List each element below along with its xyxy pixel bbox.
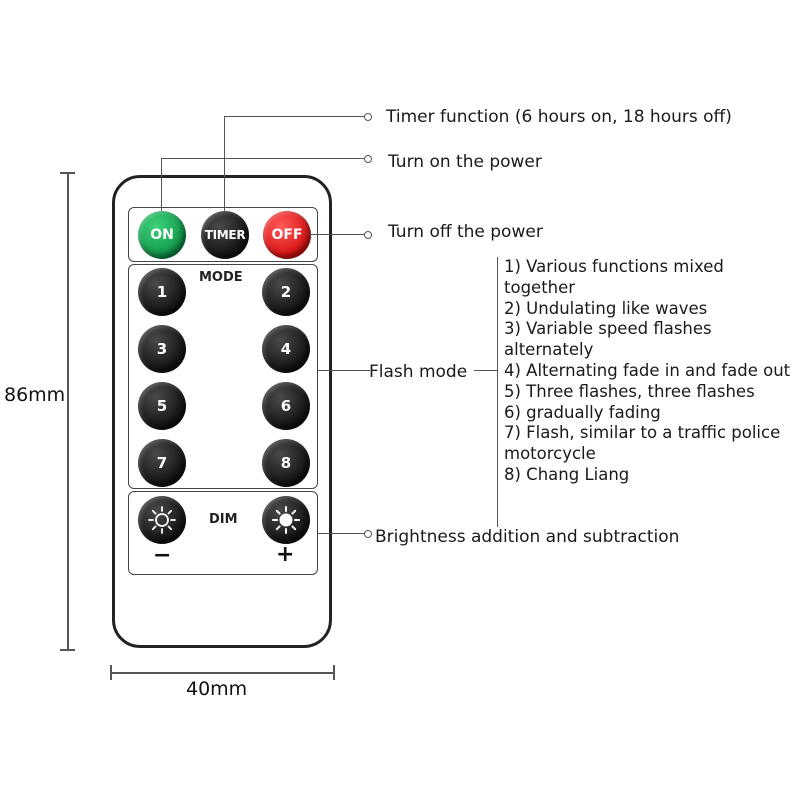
flash-mode-item-7: 7) Flash, similar to a traffic police mo… <box>504 423 781 464</box>
on-button[interactable]: ON <box>138 211 186 259</box>
dim-minus-button[interactable] <box>138 496 186 544</box>
sun-outline-icon <box>148 506 176 534</box>
brightness-leader-dot <box>364 530 372 538</box>
mode-button-7[interactable]: 7 <box>138 439 186 487</box>
flash-mode-item-2: 2) Undulating like waves <box>504 298 708 318</box>
mode-button-7-label: 7 <box>156 454 168 472</box>
off-leader-dot <box>364 231 372 239</box>
width-dimension-line <box>110 672 334 674</box>
width-dimension-label: 40mm <box>186 678 248 700</box>
timer-leader-dot <box>364 113 372 121</box>
off-button[interactable]: OFF <box>263 211 311 259</box>
flash-mode-item-4: 4) Alternating fade in and fade out <box>504 360 791 380</box>
timer-leader-horizontal <box>224 116 367 118</box>
sun-filled-icon <box>272 506 300 534</box>
off-leader-horizontal <box>308 234 367 236</box>
minus-sign: − <box>153 543 172 568</box>
timer-button[interactable]: TIMER <box>201 211 249 259</box>
height-dimension-tick-top <box>60 172 75 174</box>
mode-button-8[interactable]: 8 <box>262 439 310 487</box>
flash-leader-to-list <box>474 370 498 372</box>
mode-button-4[interactable]: 4 <box>262 325 310 373</box>
on-button-label: ON <box>150 227 174 243</box>
timer-button-label: TIMER <box>204 228 246 242</box>
flash-leader-horizontal <box>318 370 370 372</box>
off-button-label: OFF <box>271 227 303 243</box>
flash-mode-item-8: 8) Chang Liang <box>504 464 630 484</box>
plus-sign: + <box>276 542 295 567</box>
mode-button-3[interactable]: 3 <box>138 325 186 373</box>
mode-button-5[interactable]: 5 <box>138 382 186 430</box>
width-dimension-tick-right <box>333 665 335 680</box>
timer-leader-vertical <box>224 116 226 211</box>
flash-list-bracket <box>497 257 499 527</box>
flash-mode-item-6: 6) gradually fading <box>504 402 661 422</box>
mode-button-1[interactable]: 1 <box>138 268 186 316</box>
mode-button-8-label: 8 <box>280 454 292 472</box>
timer-annotation: Timer function (6 hours on, 18 hours off… <box>386 107 732 127</box>
mode-button-6[interactable]: 6 <box>262 382 310 430</box>
power-off-annotation: Turn off the power <box>388 222 543 242</box>
mode-button-3-label: 3 <box>156 340 168 358</box>
power-on-annotation: Turn on the power <box>388 152 542 172</box>
flash-mode-item-1: 1) Various functions mixed together <box>504 257 724 297</box>
width-dimension-tick-left <box>110 665 112 680</box>
flash-mode-item-5: 5) Three flashes, three flashes <box>504 381 755 401</box>
flash-mode-annotation: Flash mode <box>369 362 468 382</box>
mode-label: MODE <box>199 270 243 285</box>
dim-plus-button[interactable] <box>262 496 310 544</box>
mode-button-4-label: 4 <box>280 340 292 358</box>
height-dimension-tick-bottom <box>60 649 75 651</box>
dim-label: DIM <box>209 512 238 527</box>
height-dimension-label: 86mm <box>4 384 66 406</box>
mode-button-2[interactable]: 2 <box>262 268 310 316</box>
flash-mode-item-3: 3) Variable speed flashes alternately <box>504 319 712 360</box>
mode-button-5-label: 5 <box>156 397 168 415</box>
mode-button-6-label: 6 <box>280 397 292 415</box>
on-leader-dot <box>364 155 372 163</box>
on-leader-horizontal <box>161 158 367 160</box>
mode-button-1-label: 1 <box>156 283 168 301</box>
mode-button-2-label: 2 <box>280 283 292 301</box>
flash-mode-list: 1) Various functions mixed together 2) U… <box>504 257 794 486</box>
on-leader-vertical <box>161 158 163 211</box>
brightness-leader-horizontal <box>318 533 367 535</box>
brightness-annotation: Brightness addition and subtraction <box>375 527 680 547</box>
height-dimension-line <box>67 172 69 650</box>
